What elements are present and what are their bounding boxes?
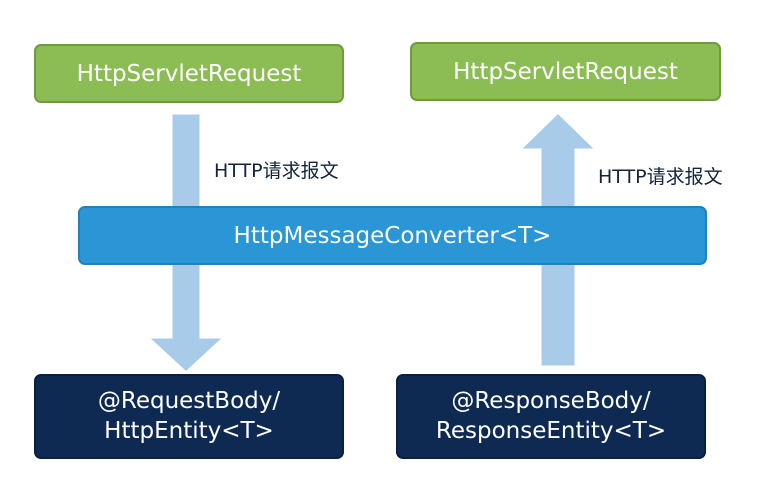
node-label: HttpServletRequest (76, 60, 302, 87)
http-servlet-request-node-right: HttpServletRequest (410, 42, 721, 101)
response-body-node: @ResponseBody/ ResponseEntity<T> (396, 374, 706, 459)
request-body-node: @RequestBody/ HttpEntity<T> (34, 374, 344, 459)
node-label-line1: @RequestBody/ (97, 388, 281, 415)
node-label: HttpMessageConverter<T> (233, 222, 552, 249)
node-label-line2: HttpEntity<T> (104, 417, 274, 444)
http-servlet-request-node-left: HttpServletRequest (34, 44, 344, 103)
node-label: HttpServletRequest (453, 58, 678, 85)
node-label-line2: ResponseEntity<T> (435, 417, 667, 444)
node-label-line1: @ResponseBody/ (451, 388, 651, 415)
edge-label-right: HTTP请求报文 (598, 166, 723, 188)
edge-label-left: HTTP请求报文 (214, 160, 339, 182)
http-message-converter-node: HttpMessageConverter<T> (78, 206, 707, 265)
